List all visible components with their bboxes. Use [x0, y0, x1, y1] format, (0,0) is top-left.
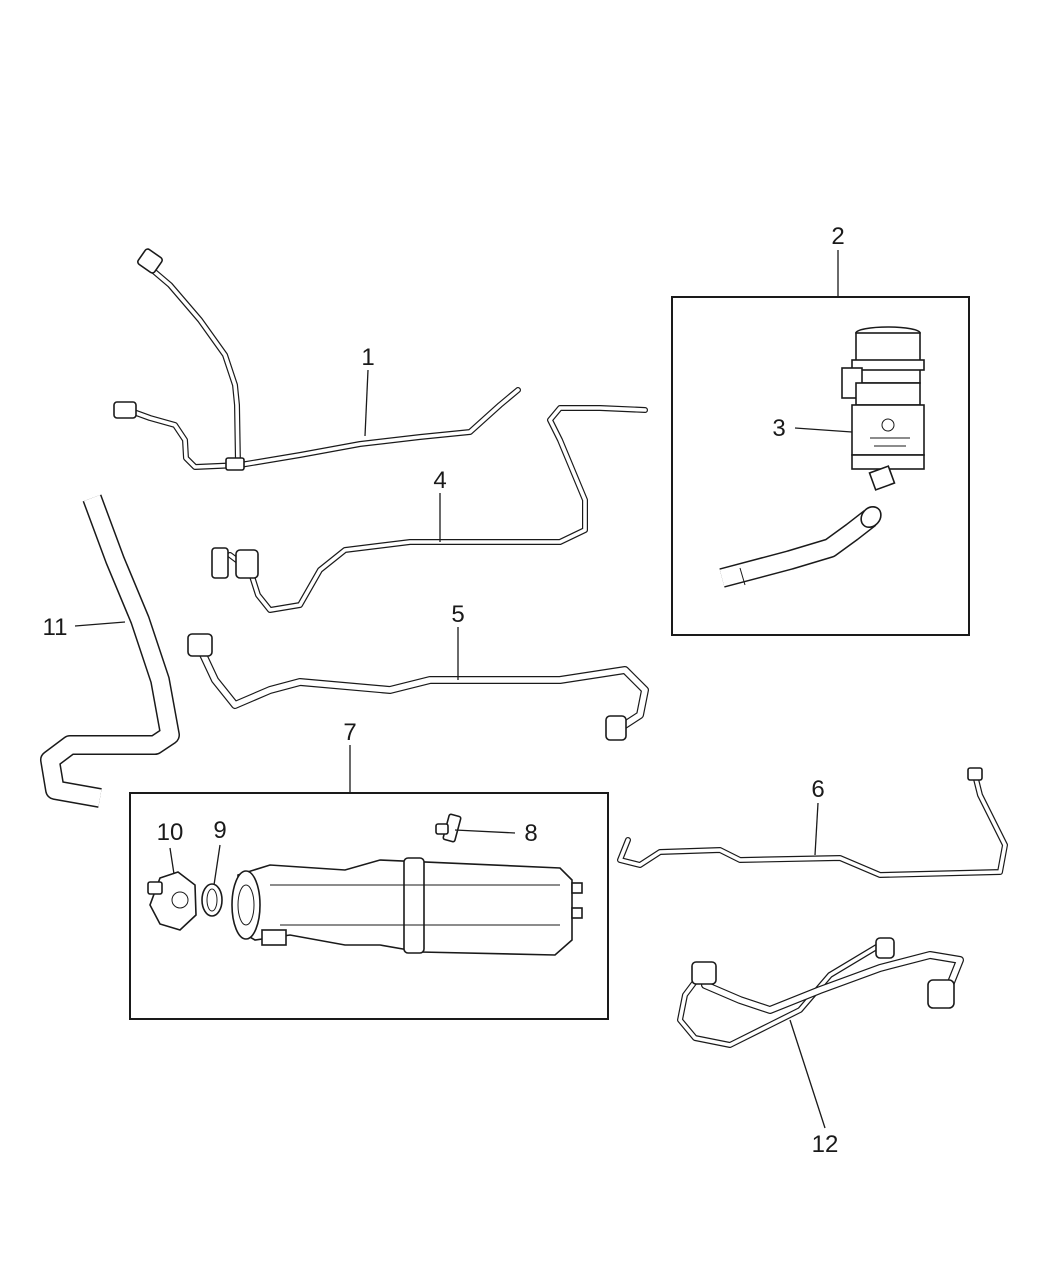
- part-12-tube-assembly: [677, 937, 964, 1048]
- leader-line-3: [794, 427, 853, 433]
- callout-1: 1: [361, 344, 374, 371]
- part-6-tube: [617, 767, 1008, 878]
- callout-2: 2: [831, 223, 844, 250]
- leader-line-8: [454, 829, 516, 834]
- part-3-filter: [841, 326, 925, 491]
- part-11-hose: [40, 494, 180, 808]
- leader-line-12: [789, 1019, 826, 1129]
- leader-line-1: [364, 369, 369, 437]
- leader-line-10: [169, 847, 175, 875]
- callout-11: 11: [43, 614, 68, 641]
- part-5-tube: [187, 633, 649, 741]
- callout-9: 9: [213, 817, 226, 844]
- leader-line-11: [74, 621, 126, 627]
- part-7-canister: [231, 857, 583, 956]
- leader-line-6: [814, 802, 819, 856]
- callout-6: 6: [811, 776, 824, 803]
- group-box-2: [671, 296, 970, 636]
- part-9-o-ring: [201, 883, 223, 917]
- part-2-elbow-hose: [719, 505, 882, 588]
- part-1-vapor-tube: [113, 248, 521, 471]
- callout-4: 4: [433, 467, 446, 494]
- callout-3: 3: [772, 415, 785, 442]
- part-10-valve: [147, 871, 197, 931]
- callout-12: 12: [812, 1131, 839, 1158]
- callout-10: 10: [157, 819, 184, 846]
- part-8-clip: [435, 813, 462, 843]
- group-box-7: [129, 792, 609, 1020]
- callout-8: 8: [524, 820, 537, 847]
- part-4-tube: [211, 405, 648, 613]
- callout-5: 5: [451, 601, 464, 628]
- callout-7: 7: [343, 719, 356, 746]
- leader-line-9: [213, 844, 221, 886]
